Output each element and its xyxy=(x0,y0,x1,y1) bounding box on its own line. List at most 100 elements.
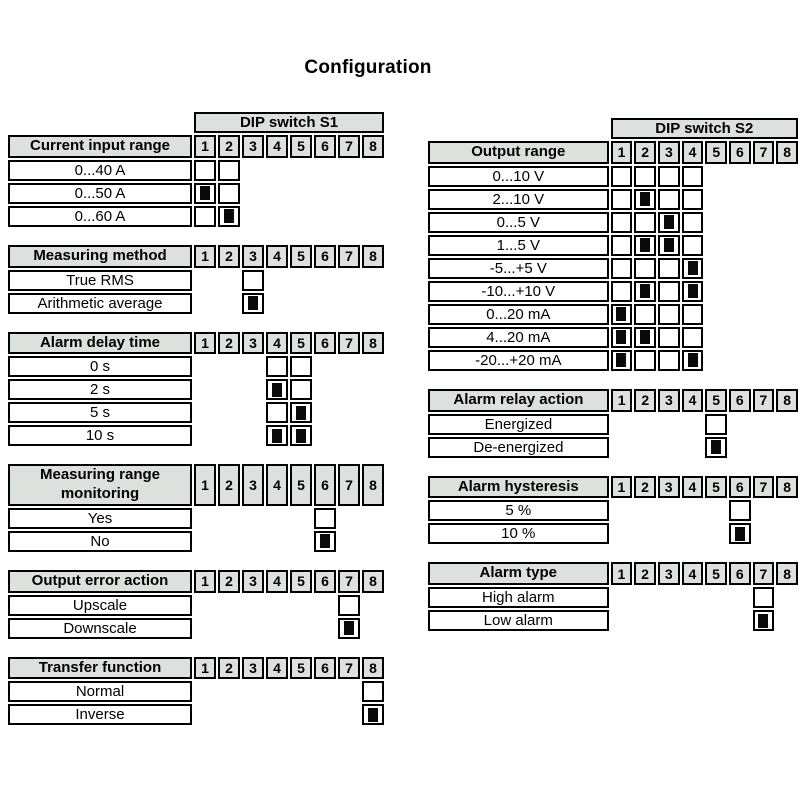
empty-cell xyxy=(218,356,240,377)
empty-cell xyxy=(266,270,288,291)
switch-on-marker xyxy=(296,405,306,420)
empty-cell xyxy=(753,327,775,348)
switch-on-marker xyxy=(224,209,234,224)
empty-cell xyxy=(729,189,751,210)
empty-cell xyxy=(705,166,727,187)
switch-cell-off xyxy=(658,349,680,371)
empty-cell xyxy=(705,235,727,256)
empty-cell xyxy=(658,610,680,631)
switch-number-header: 8 xyxy=(362,331,384,355)
table-header-label: Measuring range monitoring xyxy=(8,464,192,506)
switch-number-header: 1 xyxy=(194,656,216,680)
empty-cell xyxy=(634,500,656,521)
empty-cell xyxy=(682,500,704,521)
switch-number-header: 3 xyxy=(242,656,264,680)
switch-number-header: 6 xyxy=(314,135,336,158)
switch-number-header: 4 xyxy=(266,135,288,158)
table-row: 5 s xyxy=(8,402,384,424)
empty-cell xyxy=(266,531,288,552)
empty-cell xyxy=(266,508,288,529)
empty-cell xyxy=(338,206,360,227)
empty-cell xyxy=(729,327,751,348)
empty-cell xyxy=(634,610,656,631)
empty-cell xyxy=(242,379,264,400)
table-row: Low alarm xyxy=(428,610,798,631)
empty-cell xyxy=(729,258,751,279)
empty-cell xyxy=(338,402,360,423)
empty-cell xyxy=(362,293,384,314)
empty-cell xyxy=(290,595,312,616)
switch-number-header: 1 xyxy=(194,464,216,506)
switch-cell-off xyxy=(658,326,680,348)
switch-number-header: 2 xyxy=(634,141,657,164)
empty-cell xyxy=(314,293,336,314)
table-header-label: Transfer function xyxy=(8,656,192,680)
switch-cell-off xyxy=(194,205,216,227)
empty-cell xyxy=(290,531,312,552)
empty-cell xyxy=(194,618,216,639)
switch-number-header: 5 xyxy=(290,656,312,680)
table-row: 0...5 V xyxy=(428,211,798,233)
table-row: 0...60 A xyxy=(8,205,384,227)
empty-cell xyxy=(611,610,633,631)
switch-on-marker xyxy=(368,707,378,722)
empty-cell xyxy=(242,206,264,227)
switch-cell-on xyxy=(610,303,633,325)
empty-cell xyxy=(314,425,336,446)
switch-number-header: 5 xyxy=(290,464,312,506)
empty-cell xyxy=(611,523,633,544)
empty-cell xyxy=(338,425,360,446)
table-row: High alarm xyxy=(428,587,798,608)
row-label: 0...10 V xyxy=(428,165,609,187)
switch-cell-off xyxy=(218,182,240,204)
empty-cell xyxy=(218,618,240,639)
switch-number-header: 7 xyxy=(338,331,360,355)
switch-cell-off xyxy=(314,507,336,529)
empty-cell xyxy=(314,206,336,227)
switch-cell-off xyxy=(658,188,680,210)
switch-number-header: 8 xyxy=(776,562,798,585)
switch-number-header: 3 xyxy=(658,141,680,164)
empty-cell xyxy=(194,356,216,377)
empty-cell xyxy=(362,270,384,291)
switch-cell-on xyxy=(681,349,704,371)
switch-on-marker xyxy=(663,238,674,253)
empty-cell xyxy=(314,704,336,725)
switch-number-header: 6 xyxy=(314,656,336,680)
switch-cell-on xyxy=(681,257,704,279)
empty-cell xyxy=(705,587,727,608)
switch-cell-on xyxy=(362,704,384,726)
empty-cell xyxy=(753,212,775,233)
table-header-label: Output error action xyxy=(8,569,192,593)
empty-cell xyxy=(338,356,360,377)
empty-cell xyxy=(729,212,751,233)
empty-cell xyxy=(218,402,240,423)
switch-cell-off xyxy=(610,188,633,210)
empty-cell xyxy=(611,437,633,458)
switch-on-marker xyxy=(687,353,698,368)
switch-on-marker xyxy=(296,428,306,443)
empty-cell xyxy=(729,610,751,631)
table-header-label: Alarm type xyxy=(428,562,609,585)
empty-cell xyxy=(753,304,775,325)
row-label: No xyxy=(8,530,192,552)
empty-cell xyxy=(362,402,384,423)
switch-cell-off xyxy=(681,234,704,256)
switch-cell-off xyxy=(658,165,680,187)
row-label: Energized xyxy=(428,413,609,435)
switch-number-header: 3 xyxy=(242,569,264,593)
empty-cell xyxy=(194,595,216,616)
switch-cell-off xyxy=(728,500,751,522)
switch-number-header: 7 xyxy=(752,562,775,585)
empty-cell xyxy=(314,183,336,204)
table-row: -20...+20 mA xyxy=(428,349,798,371)
row-label: Yes xyxy=(8,507,192,529)
table-row: 10 % xyxy=(428,523,798,545)
empty-cell xyxy=(242,681,264,702)
switch-number-header: 6 xyxy=(729,141,751,164)
